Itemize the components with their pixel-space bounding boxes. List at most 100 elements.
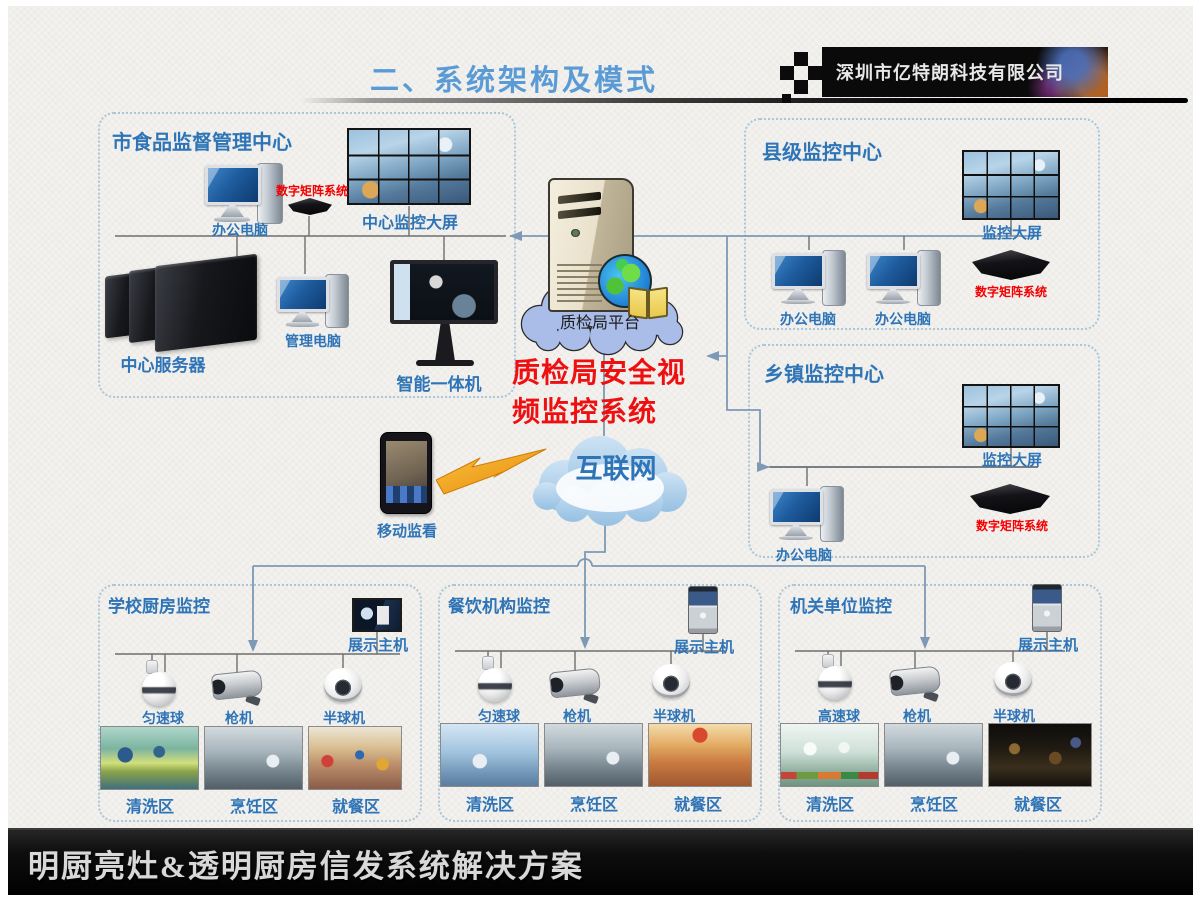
- catering-dine-label: 就餐区: [673, 797, 722, 814]
- org-dome-camera-icon: [994, 662, 1032, 696]
- server-vents: [556, 263, 603, 303]
- management-computer-icon: [277, 272, 349, 332]
- school-bullet-camera-icon: [210, 669, 264, 701]
- internet-label: 互联网: [575, 454, 657, 484]
- org-display-host-icon: [1032, 584, 1062, 632]
- food-center-title: 市食品监督管理中心: [112, 132, 292, 154]
- catering-ptz-camera-icon: [478, 668, 512, 702]
- rack-unit: [155, 253, 257, 353]
- footer-banner-text: 明厨亮灶&透明厨房信发系统解决方案: [28, 849, 584, 884]
- pc-base: [214, 217, 251, 222]
- pc-stand: [220, 204, 244, 218]
- platform-cloud-label: 质检局平台: [559, 315, 640, 332]
- phone-screen: [385, 441, 427, 504]
- school-cook-label: 烹饪区: [229, 799, 278, 816]
- pc-tower: [819, 486, 844, 543]
- wire-arrowheads: [248, 231, 930, 652]
- org-bullet-label: 枪机: [903, 708, 931, 724]
- system-title-line2: 频监控系统: [512, 397, 658, 428]
- center-big-screen-label: 中心监控大屏: [361, 215, 458, 232]
- school-dome-label: 半球机: [323, 710, 365, 726]
- photo-school-wash-area: [100, 726, 199, 790]
- digital-matrix-icon: [288, 198, 332, 215]
- server-rack-icon: [105, 253, 257, 353]
- lightning-bolt-icon: [436, 448, 547, 495]
- pc-screen: [770, 488, 824, 525]
- local-wires: [115, 206, 1065, 674]
- school-dine-label: 就餐区: [331, 799, 380, 816]
- org-bullet-camera-icon: [888, 665, 942, 697]
- org-wash-label: 清洗区: [805, 797, 854, 814]
- school-bullet-label: 枪机: [225, 710, 253, 726]
- pc-tower: [821, 250, 846, 307]
- catering-ptz-label: 匀速球: [478, 708, 520, 724]
- header-divider: [300, 98, 1188, 103]
- school-display-host-icon: [352, 598, 402, 632]
- bolt-shape: [436, 448, 547, 495]
- footer-banner: 明厨亮灶&透明厨房信发系统解决方案: [8, 828, 1193, 895]
- org-dine-label: 就餐区: [1013, 797, 1062, 814]
- county-office-computer-2-icon: [867, 248, 941, 310]
- catering-dome-label: 半球机: [653, 708, 695, 724]
- photo-org-wash-area: [780, 723, 879, 787]
- photo-catering-wash-area: [440, 723, 539, 787]
- school-wash-label: 清洗区: [125, 799, 174, 816]
- catering-cook-label: 烹饪区: [569, 797, 618, 814]
- pc-base: [780, 300, 815, 305]
- office-pc-label: 办公电脑: [212, 222, 268, 238]
- school-title: 学校厨房监控: [108, 597, 210, 616]
- company-name: 深圳市亿特朗科技有限公司: [836, 63, 1064, 83]
- county-office-computer-1-icon: [772, 248, 846, 310]
- pc-stand: [784, 524, 807, 537]
- video-wall-icon: [347, 128, 471, 205]
- township-video-wall-icon: [962, 384, 1060, 448]
- group-box-org: [778, 584, 1102, 822]
- center-servers-label: 中心服务器: [120, 356, 206, 375]
- photo-catering-cook-area: [544, 723, 643, 787]
- township-office-computer-icon: [770, 484, 844, 546]
- township-big-screen-label: 监控大屏: [981, 452, 1042, 469]
- mobile-label: 移动监看: [376, 523, 437, 540]
- catering-bullet-label: 枪机: [563, 708, 591, 724]
- catering-display-host-label: 展示主机: [673, 639, 734, 656]
- catering-wash-label: 清洗区: [465, 797, 514, 814]
- pc-base: [875, 300, 910, 305]
- globe-icon: [598, 254, 652, 308]
- pc-screen: [205, 165, 262, 205]
- page-title: 二、系统架构及模式: [369, 65, 658, 97]
- photo-org-cook-area: [884, 723, 983, 787]
- school-ptz-label: 匀速球: [142, 710, 184, 726]
- school-dome-camera-icon: [324, 668, 362, 702]
- county-matrix-label: 数字矩阵系统: [974, 285, 1047, 299]
- photo-school-dine-area: [308, 726, 402, 790]
- office-computer-icon: [205, 160, 283, 228]
- all-in-one-stand: [434, 322, 456, 362]
- pc-base: [285, 322, 319, 327]
- photo-school-cook-area: [204, 726, 303, 790]
- server-slot: [558, 192, 601, 205]
- county-big-screen-label: 监控大屏: [981, 225, 1042, 242]
- org-ptz-camera-icon: [818, 666, 852, 700]
- catering-dome-camera-icon: [652, 664, 690, 698]
- county-title: 县级监控中心: [762, 142, 882, 164]
- group-box-school: [98, 584, 422, 822]
- matrix-label: 数字矩阵系统: [275, 184, 348, 198]
- org-display-host-label: 展示主机: [1017, 637, 1078, 654]
- all-in-one-label: 智能一体机: [396, 375, 482, 394]
- township-matrix-label: 数字矩阵系统: [975, 519, 1048, 533]
- system-title-line1: 质检局安全视: [512, 358, 687, 389]
- mobile-phone-icon: [380, 432, 432, 514]
- pc-screen: [772, 252, 826, 289]
- org-dome-label: 半球机: [993, 708, 1035, 724]
- org-cook-label: 烹饪区: [909, 797, 958, 814]
- cloud-highlight: [556, 464, 664, 512]
- group-box-township: [748, 344, 1100, 558]
- catering-bullet-camera-icon: [548, 667, 602, 699]
- pc-stand: [786, 288, 809, 301]
- catering-display-host-icon: [688, 586, 718, 634]
- company-logo-banner: 深圳市亿特朗科技有限公司: [822, 47, 1108, 97]
- org-ptz-label: 高速球: [818, 708, 860, 724]
- server-power-led: [571, 229, 580, 238]
